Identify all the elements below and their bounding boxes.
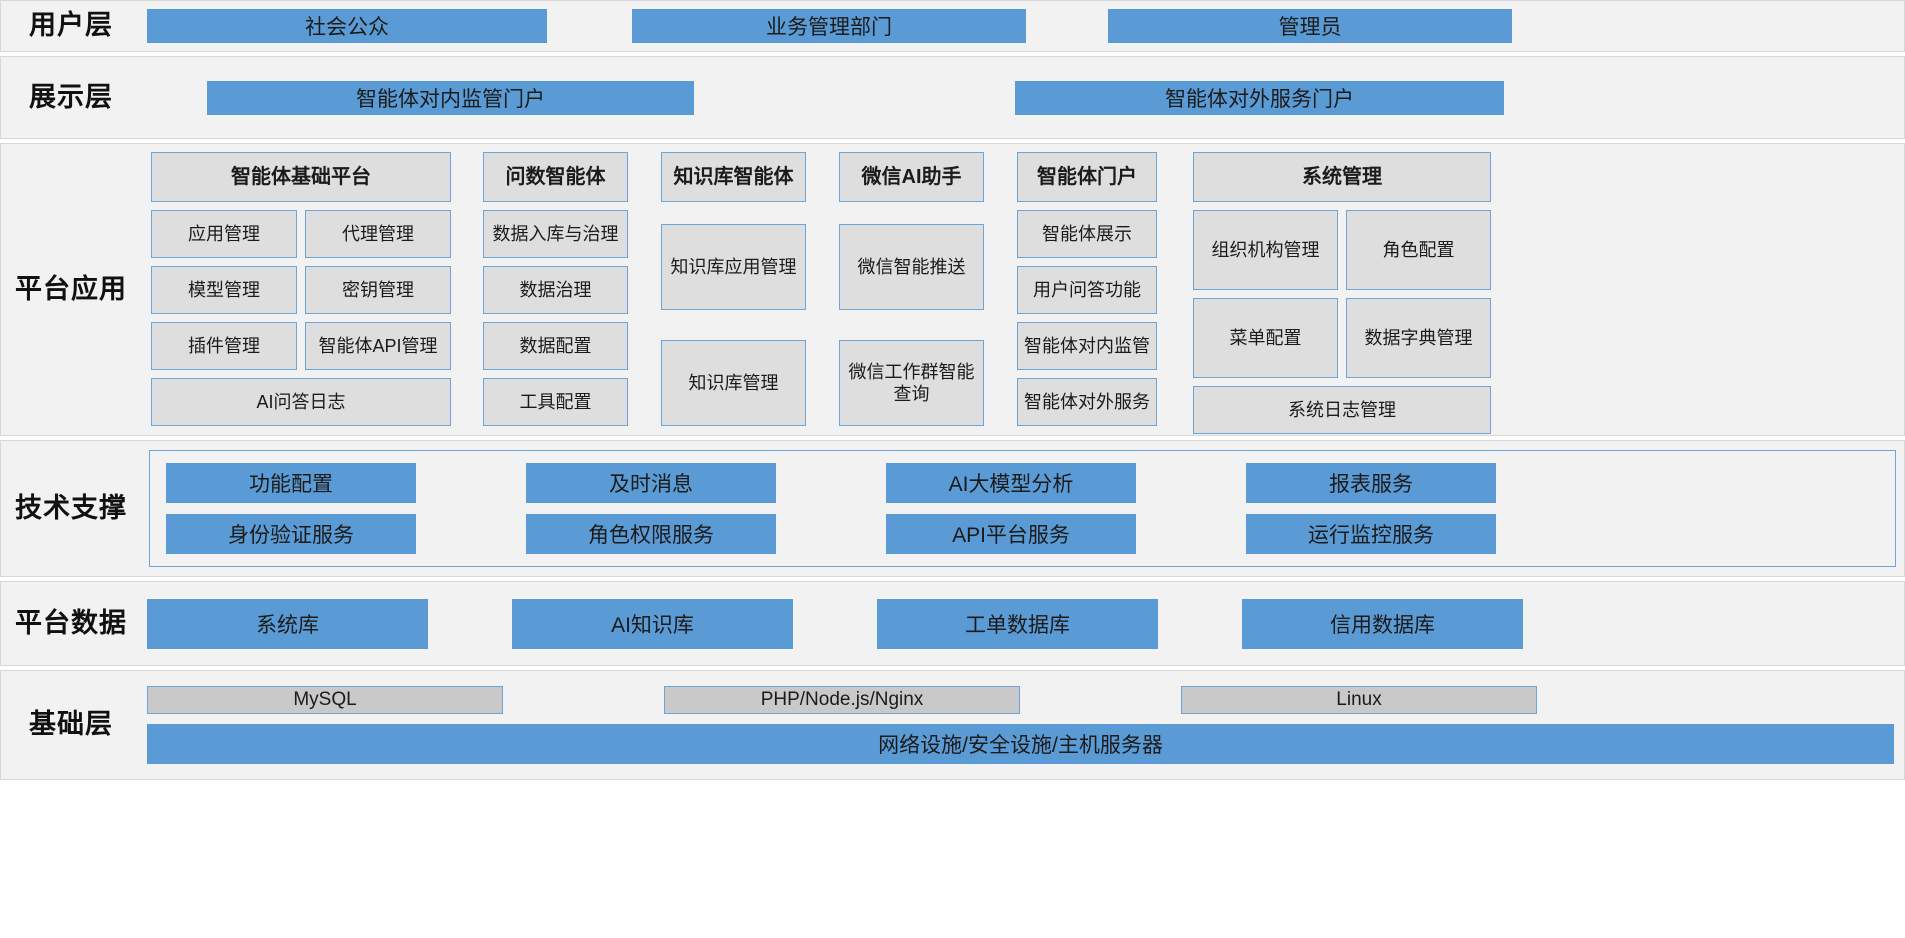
infra-item-mysql[interactable]: MySQL <box>147 686 503 714</box>
data-box-system-db[interactable]: 系统库 <box>147 598 428 649</box>
layer-platform-applications-label: 平台 应用 <box>1 144 141 435</box>
infrastructure-hardware-row: 网络设施/安全设施/主机服务器 <box>141 724 1904 764</box>
layer-technical-support-body: 功能配置 及时消息 AI大模型分析 报表服务 身份验证服务 角色权限服务 API… <box>141 441 1904 576</box>
layer-platform-applications: 平台 应用 智能体基础平台 应用管理 代理管理 模型管理 密钥管理 插件管理 智… <box>0 143 1905 436</box>
layer-platform-applications-label-line1: 平台 <box>15 273 71 304</box>
tech-item-api-platform-service[interactable]: API平台服务 <box>886 514 1136 554</box>
app-item-application-management[interactable]: 应用管理 <box>151 210 297 258</box>
layer-infrastructure-body: MySQL PHP/Node.js/Nginx Linux 网络设施/安全设施/… <box>141 671 1904 779</box>
infra-item-linux[interactable]: Linux <box>1181 686 1537 714</box>
user-box-public[interactable]: 社会公众 <box>147 9 547 43</box>
app-item-model-management[interactable]: 模型管理 <box>151 266 297 314</box>
app-item-wechat-group-smart-query[interactable]: 微信工作群智能查询 <box>839 340 984 426</box>
app-item-org-structure-management[interactable]: 组织机构管理 <box>1193 210 1338 290</box>
layer-technical-support-label: 技术 支撑 <box>1 441 141 576</box>
user-box-admin[interactable]: 管理员 <box>1108 9 1512 43</box>
infra-item-php-node-nginx[interactable]: PHP/Node.js/Nginx <box>664 686 1020 714</box>
data-box-credit-db[interactable]: 信用数据库 <box>1242 598 1523 649</box>
layer-presentation-body: 智能体对内监管门户 智能体对外服务门户 <box>141 57 1904 138</box>
app-row: 插件管理 智能体API管理 <box>151 322 451 378</box>
layer-infrastructure-label-text: 基础层 <box>29 709 113 740</box>
app-item-menu-configuration[interactable]: 菜单配置 <box>1193 298 1338 378</box>
app-item-data-ingest-governance[interactable]: 数据入库与治理 <box>483 210 628 258</box>
app-item-wechat-smart-push[interactable]: 微信智能推送 <box>839 224 984 310</box>
app-item-tool-configuration[interactable]: 工具配置 <box>483 378 628 426</box>
app-item-key-management[interactable]: 密钥管理 <box>305 266 451 314</box>
app-group-system-management: 系统管理 组织机构管理 角色配置 菜单配置 数据字典管理 系统日志管理 <box>1193 152 1491 442</box>
app-row: 组织机构管理 角色配置 <box>1193 210 1491 298</box>
app-item-plugin-management[interactable]: 插件管理 <box>151 322 297 370</box>
group-title-agent-base-platform[interactable]: 智能体基础平台 <box>151 152 451 202</box>
layer-presentation-label-text: 展示层 <box>29 81 113 112</box>
app-item-role-configuration[interactable]: 角色配置 <box>1346 210 1491 290</box>
app-group-agent-portal: 智能体门户 智能体展示 用户问答功能 智能体对内监管 智能体对外服务 <box>1017 152 1157 434</box>
layer-technical-support-label-line2: 支撑 <box>71 492 127 523</box>
tech-item-identity-auth-service[interactable]: 身份验证服务 <box>166 514 416 554</box>
layer-technical-support: 技术 支撑 功能配置 及时消息 AI大模型分析 报表服务 身份验证服务 角色权限… <box>0 440 1905 577</box>
user-box-business-dept[interactable]: 业务管理部门 <box>632 9 1026 43</box>
tech-item-report-service[interactable]: 报表服务 <box>1246 463 1496 503</box>
presentation-box-internal-portal[interactable]: 智能体对内监管门户 <box>207 80 694 115</box>
app-item-kb-management[interactable]: 知识库管理 <box>661 340 806 426</box>
tech-item-instant-message[interactable]: 及时消息 <box>526 463 776 503</box>
layer-platform-applications-body: 智能体基础平台 应用管理 代理管理 模型管理 密钥管理 插件管理 智能体API管… <box>141 144 1904 435</box>
layer-infrastructure-label: 基础层 <box>1 671 141 779</box>
app-group-knowledge-base-agent: 知识库智能体 知识库应用管理 知识库管理 <box>661 152 806 434</box>
layer-user-body: 社会公众 业务管理部门 管理员 <box>141 1 1904 51</box>
app-group-data-query-agent: 问数智能体 数据入库与治理 数据治理 数据配置 工具配置 <box>483 152 628 434</box>
app-group-wechat-ai-assistant: 微信AI助手 微信智能推送 微信工作群智能查询 <box>839 152 984 434</box>
technical-support-row-1: 功能配置 及时消息 AI大模型分析 报表服务 <box>166 463 1879 503</box>
data-box-ai-knowledge-db[interactable]: AI知识库 <box>512 598 793 649</box>
group-title-agent-portal[interactable]: 智能体门户 <box>1017 152 1157 202</box>
layer-platform-data: 平台 数据 系统库 AI知识库 工单数据库 信用数据库 <box>0 581 1905 666</box>
layer-user: 用户层 社会公众 业务管理部门 管理员 <box>0 0 1905 52</box>
tech-item-runtime-monitoring-service[interactable]: 运行监控服务 <box>1246 514 1496 554</box>
tech-item-function-configuration[interactable]: 功能配置 <box>166 463 416 503</box>
tech-item-ai-large-model-analysis[interactable]: AI大模型分析 <box>886 463 1136 503</box>
app-item-agent-api-management[interactable]: 智能体API管理 <box>305 322 451 370</box>
layer-platform-data-label: 平台 数据 <box>1 582 141 665</box>
technical-support-frame: 功能配置 及时消息 AI大模型分析 报表服务 身份验证服务 角色权限服务 API… <box>149 450 1896 567</box>
group-title-system-management[interactable]: 系统管理 <box>1193 152 1491 202</box>
layer-platform-data-label-line2: 数据 <box>71 607 127 638</box>
layer-platform-data-body: 系统库 AI知识库 工单数据库 信用数据库 <box>141 582 1904 665</box>
data-box-work-order-db[interactable]: 工单数据库 <box>877 598 1158 649</box>
layer-user-label: 用户层 <box>1 1 141 51</box>
layer-user-label-text: 用户层 <box>29 10 113 41</box>
app-item-data-governance[interactable]: 数据治理 <box>483 266 628 314</box>
group-title-wechat-ai-assistant[interactable]: 微信AI助手 <box>839 152 984 202</box>
tech-item-role-permission-service[interactable]: 角色权限服务 <box>526 514 776 554</box>
layer-presentation: 展示层 智能体对内监管门户 智能体对外服务门户 <box>0 56 1905 139</box>
layer-technical-support-label-line1: 技术 <box>15 492 71 523</box>
app-row: 应用管理 代理管理 <box>151 210 451 266</box>
layer-platform-applications-label-line2: 应用 <box>71 273 127 304</box>
app-row: 菜单配置 数据字典管理 <box>1193 298 1491 386</box>
layer-presentation-label: 展示层 <box>1 57 141 138</box>
group-title-knowledge-base-agent[interactable]: 知识库智能体 <box>661 152 806 202</box>
layer-infrastructure: 基础层 MySQL PHP/Node.js/Nginx Linux 网络设施/安… <box>0 670 1905 780</box>
infra-item-network-security-host[interactable]: 网络设施/安全设施/主机服务器 <box>147 724 1894 764</box>
app-row: 模型管理 密钥管理 <box>151 266 451 322</box>
infrastructure-tech-row: MySQL PHP/Node.js/Nginx Linux <box>141 686 1904 714</box>
app-item-kb-application-management[interactable]: 知识库应用管理 <box>661 224 806 310</box>
technical-support-row-2: 身份验证服务 角色权限服务 API平台服务 运行监控服务 <box>166 514 1879 554</box>
presentation-box-external-portal[interactable]: 智能体对外服务门户 <box>1015 80 1504 115</box>
app-group-agent-base-platform: 智能体基础平台 应用管理 代理管理 模型管理 密钥管理 插件管理 智能体API管… <box>151 152 451 434</box>
app-item-data-dictionary-management[interactable]: 数据字典管理 <box>1346 298 1491 378</box>
group-title-data-query-agent[interactable]: 问数智能体 <box>483 152 628 202</box>
app-item-user-qa-function[interactable]: 用户问答功能 <box>1017 266 1157 314</box>
app-item-ai-qa-log[interactable]: AI问答日志 <box>151 378 451 426</box>
app-item-agent-external-service[interactable]: 智能体对外服务 <box>1017 378 1157 426</box>
app-item-data-configuration[interactable]: 数据配置 <box>483 322 628 370</box>
app-item-agent-showcase[interactable]: 智能体展示 <box>1017 210 1157 258</box>
app-item-agent-internal-supervision[interactable]: 智能体对内监管 <box>1017 322 1157 370</box>
app-item-system-log-management[interactable]: 系统日志管理 <box>1193 386 1491 434</box>
app-item-agent-management[interactable]: 代理管理 <box>305 210 451 258</box>
layer-platform-data-label-line1: 平台 <box>15 607 71 638</box>
